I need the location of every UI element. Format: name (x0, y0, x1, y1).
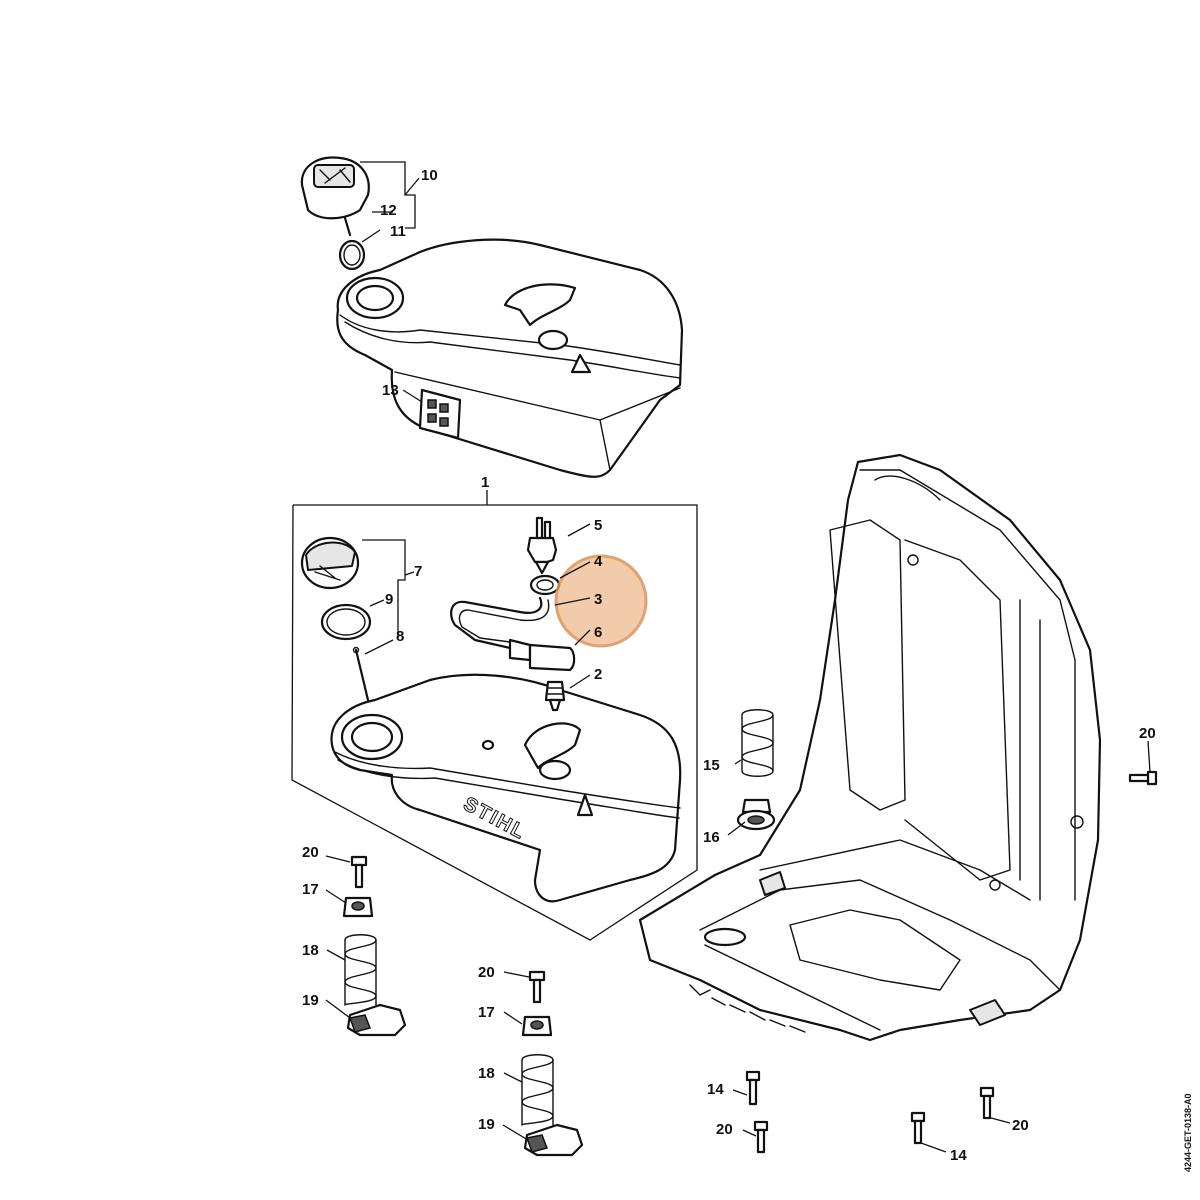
callout-4: 4 (594, 553, 603, 570)
kit-cap (300, 536, 372, 702)
document-code: 4244-GET-0138-A0 (1183, 1093, 1193, 1172)
callout-10: 10 (421, 167, 438, 184)
warning-label (418, 388, 462, 440)
callout-20a: 20 (302, 844, 319, 861)
callout-18a: 18 (302, 942, 319, 959)
callout-1: 1 (481, 474, 489, 491)
callout-14b: 14 (950, 1147, 967, 1164)
screws-bottom (745, 770, 1158, 1154)
callout-20b: 20 (478, 964, 495, 981)
callout-13: 13 (382, 382, 399, 399)
callout-18b: 18 (478, 1065, 495, 1082)
callout-17a: 17 (302, 881, 319, 898)
callout-8: 8 (396, 628, 404, 645)
callout-15: 15 (703, 757, 720, 774)
fuel-tank-top (336, 238, 684, 478)
callout-5: 5 (594, 517, 602, 534)
mount-left (342, 855, 407, 1037)
spring-15 (741, 709, 774, 777)
callout-3: 3 (594, 591, 602, 608)
callout-11: 11 (390, 223, 406, 240)
callout-9: 9 (385, 591, 393, 608)
callout-19a: 19 (302, 992, 319, 1009)
kit-frame (291, 490, 698, 941)
callout-19b: 19 (478, 1116, 495, 1133)
callout-6: 6 (594, 624, 602, 641)
highlight-marker (554, 554, 648, 648)
backplate-frame (638, 453, 1102, 1042)
callout-2: 2 (594, 666, 602, 683)
buffer-16 (736, 798, 776, 831)
mount-middle (521, 970, 584, 1157)
callout-20e: 20 (1012, 1117, 1029, 1134)
kit-fuel-components (450, 516, 576, 712)
callout-20d: 20 (716, 1121, 733, 1138)
callout-16: 16 (703, 829, 720, 846)
leader-lines (325, 161, 1151, 1153)
callout-14a: 14 (707, 1081, 724, 1098)
fuel-tank-kit: STIHL (330, 673, 682, 903)
callout-20c: 20 (1139, 725, 1156, 742)
callout-12: 12 (380, 202, 397, 219)
callout-7: 7 (414, 563, 422, 580)
callout-17b: 17 (478, 1004, 495, 1021)
fuel-cap-assembly (300, 156, 370, 271)
callout-labels: 1 2 3 4 5 6 7 8 9 10 11 12 13 14 14 15 1… (302, 167, 1156, 1164)
